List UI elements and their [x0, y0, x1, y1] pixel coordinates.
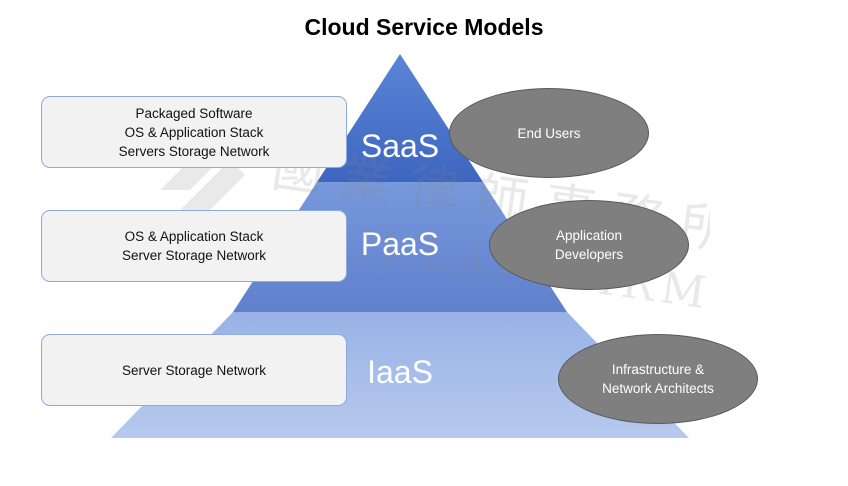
iaas-audience-line-2: Network Architects — [602, 381, 714, 396]
paas-line-1: OS & Application Stack — [124, 229, 264, 244]
paas-audience-line-1: Application — [555, 228, 623, 243]
saas-line-2: OS & Application Stack — [124, 124, 264, 140]
paas-line-2: Server Storage Network — [121, 248, 267, 263]
saas-line-3: Servers Storage Network — [118, 143, 270, 159]
saas-description-box: Packaged Software OS & Application Stack… — [41, 96, 347, 168]
saas-line-1: Packaged Software — [135, 105, 253, 121]
pyramid-tier-saas — [317, 54, 483, 182]
paas-audience-line-2: Developers — [554, 247, 624, 262]
iaas-label: IaaS — [367, 354, 433, 390]
saas-label: SaaS — [360, 128, 440, 164]
paas-label: PaaS — [360, 226, 440, 262]
paas-description-box: OS & Application Stack Server Storage Ne… — [41, 210, 347, 282]
iaas-line-1: Server Storage Network — [121, 362, 267, 378]
iaas-audience-line-1: Infrastructure & — [611, 362, 705, 377]
saas-audience-line-1: End Users — [517, 125, 581, 141]
paas-audience-ellipse: Application Developers — [489, 200, 689, 290]
saas-audience-ellipse: End Users — [449, 88, 649, 178]
diagram-title: Cloud Service Models — [304, 14, 544, 40]
iaas-audience-ellipse: Infrastructure & Network Architects — [558, 334, 758, 424]
iaas-description-box: Server Storage Network — [41, 334, 347, 406]
